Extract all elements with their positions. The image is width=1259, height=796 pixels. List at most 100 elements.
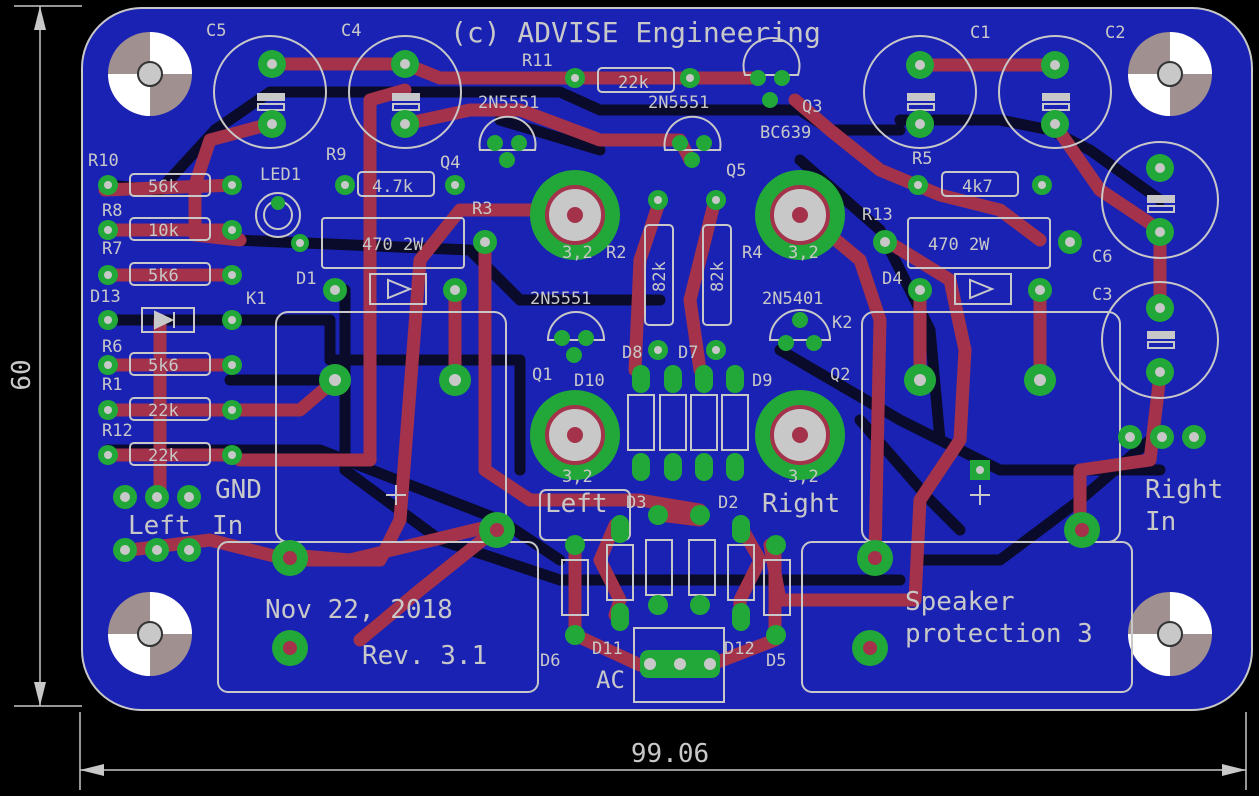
label-r3-val: 470 2W <box>362 235 424 255</box>
label-c2: C2 <box>1105 23 1125 43</box>
gnd-label: GND <box>215 475 262 505</box>
heatsink-pad-4 <box>755 390 845 480</box>
component-labels: C5 C4 C1 C2 C6 C3 R11 22k R10 56k R8 10k… <box>88 21 1125 671</box>
pad-group-transistors <box>487 70 822 363</box>
label-m3: 3,2 <box>562 467 593 487</box>
label-r1-val: 22k <box>148 401 179 421</box>
mounting-hole-tr <box>1128 32 1212 116</box>
label-r12-val: 22k <box>148 446 179 466</box>
label-2n5551-c: 2N5551 <box>530 289 591 309</box>
pad-group-left-resistors <box>98 175 242 465</box>
label-r6-val: 5k6 <box>148 356 179 376</box>
mounting-hole-bl <box>108 592 192 676</box>
label-r1: R1 <box>102 375 122 395</box>
label-r8: R8 <box>102 201 122 221</box>
dimension-width: 99.06 <box>79 712 1247 790</box>
label-r2-val: 82k <box>650 261 670 292</box>
mounting-hole-br <box>1128 592 1212 676</box>
label-r9-val: 4.7k <box>372 177 413 197</box>
label-r3: R3 <box>472 199 492 219</box>
label-d9: D9 <box>752 371 772 391</box>
diode-bridge-outlines <box>561 394 791 703</box>
label-q5: Q5 <box>726 161 746 181</box>
label-r10-val: 56k <box>148 177 179 197</box>
revision-label: Rev. 3.1 <box>362 641 487 671</box>
right-in-label-2: In <box>1145 507 1176 537</box>
label-d5: D5 <box>766 651 786 671</box>
label-c5: C5 <box>206 21 226 41</box>
label-d1: D1 <box>296 269 316 289</box>
label-r7: R7 <box>102 239 122 259</box>
mounting-hole-tl <box>108 32 192 116</box>
label-d13: D13 <box>90 287 121 307</box>
board-text: (c) ADVISE Engineering Speaker protectio… <box>128 16 1223 694</box>
label-d8: D8 <box>622 343 642 363</box>
label-q2: Q2 <box>830 365 850 385</box>
label-m1: 3,2 <box>562 243 593 263</box>
heatsink-pad-2 <box>755 170 845 260</box>
label-led1: LED1 <box>260 165 301 185</box>
label-r4-val: 82k <box>708 261 728 292</box>
pad-group-misc <box>271 68 1082 480</box>
relay-outlines <box>217 311 1133 693</box>
label-r13-val: 470 2W <box>928 235 990 255</box>
left-out-label: Left <box>545 489 608 519</box>
label-d6: D6 <box>540 651 560 671</box>
label-bc639: BC639 <box>760 123 811 143</box>
pads <box>98 50 1206 678</box>
label-2n5551-b: 2N5551 <box>648 93 709 113</box>
pad-group-caps <box>258 50 1174 386</box>
label-c3: C3 <box>1092 285 1112 305</box>
label-q3: Q3 <box>802 97 822 117</box>
label-c6: C6 <box>1092 247 1112 267</box>
label-r5-val: 4k7 <box>962 177 993 197</box>
right-in-label-1: Right <box>1145 475 1223 505</box>
resistor-outlines <box>129 67 1051 466</box>
label-r10: R10 <box>88 151 119 171</box>
label-r9: R9 <box>326 145 346 165</box>
pad-group-relays <box>272 364 1100 666</box>
label-d4: D4 <box>882 269 902 289</box>
label-r4: R4 <box>742 243 762 263</box>
label-r11: R11 <box>522 51 553 71</box>
left-in-label-1: Left <box>128 511 191 541</box>
label-d3: D3 <box>626 493 646 513</box>
copyright-label: (c) ADVISE Engineering <box>450 16 821 49</box>
dimension-height: 60 <box>7 5 82 707</box>
label-r7-val: 5k6 <box>148 266 179 286</box>
right-out-label: Right <box>762 489 840 519</box>
label-r8-val: 10k <box>148 221 179 241</box>
label-r2: R2 <box>606 243 626 263</box>
label-m4: 3,2 <box>788 467 819 487</box>
heatsink-pad-3 <box>530 390 620 480</box>
label-2n5551-a: 2N5551 <box>478 93 539 113</box>
label-q4: Q4 <box>440 153 460 173</box>
label-k1: K1 <box>246 289 266 309</box>
date-label: Nov 22, 2018 <box>265 595 453 625</box>
ac-label: AC <box>596 666 625 694</box>
pad-group-diodes <box>565 365 786 645</box>
label-d2: D2 <box>718 493 738 513</box>
left-in-label-2: In <box>212 511 243 541</box>
label-2n5401: 2N5401 <box>762 289 823 309</box>
dimension-width-label: 99.06 <box>631 739 709 769</box>
label-r6: R6 <box>102 337 122 357</box>
capacitor-outlines <box>213 35 1219 399</box>
label-c1: C1 <box>970 23 990 43</box>
label-r13: R13 <box>862 205 893 225</box>
label-d10: D10 <box>574 371 605 391</box>
title-line-2: protection 3 <box>905 619 1093 649</box>
label-d11: D11 <box>592 639 623 659</box>
label-r12: R12 <box>102 421 133 441</box>
label-c4: C4 <box>341 21 361 41</box>
label-r5: R5 <box>912 149 932 169</box>
label-q1: Q1 <box>532 365 552 385</box>
pad-group-connectors <box>113 425 1206 678</box>
title-line-1: Speaker <box>905 587 1015 617</box>
label-d7: D7 <box>678 343 698 363</box>
dimension-height-label: 60 <box>7 359 37 390</box>
label-d12: D12 <box>724 639 755 659</box>
transistor-outlines <box>478 37 832 341</box>
heatsink-pad-1 <box>530 170 620 260</box>
